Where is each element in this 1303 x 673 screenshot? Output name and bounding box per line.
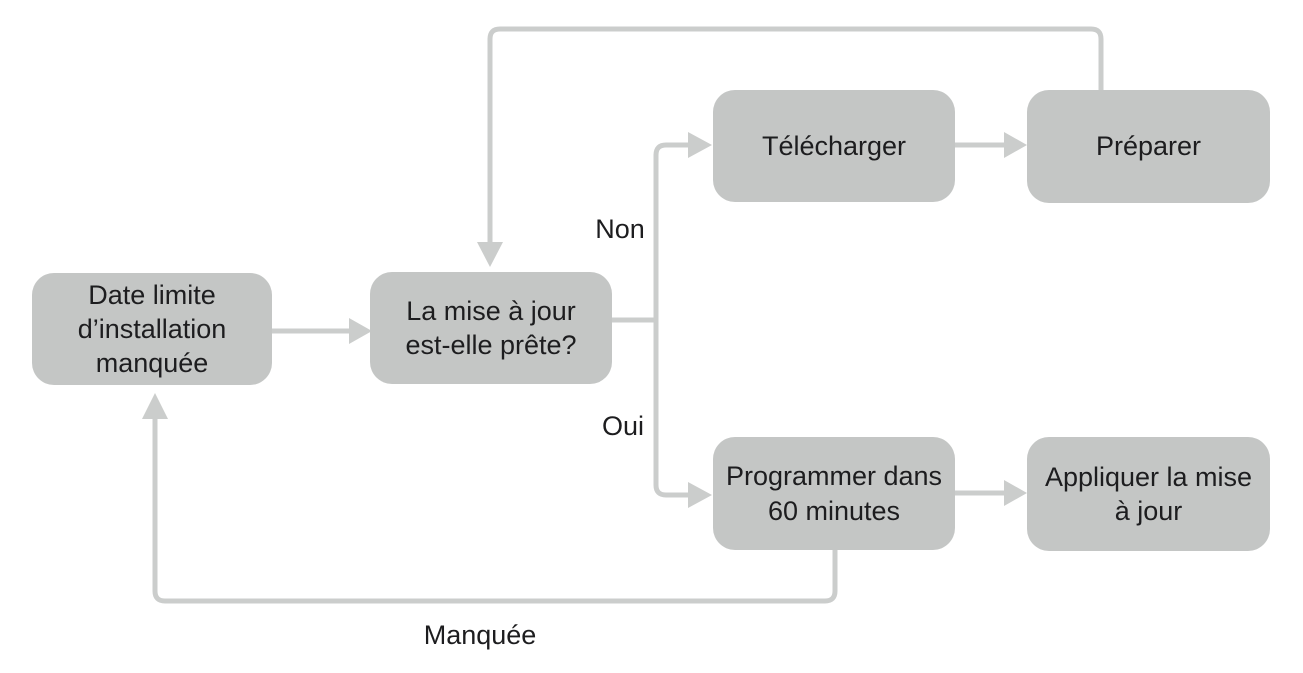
edge-oui-branch — [653, 318, 688, 498]
arrowhead-icon — [1004, 132, 1027, 158]
node-schedule-60: Programmer dans 60 minutes — [713, 437, 955, 550]
edge-label-manquee: Manquée — [423, 620, 537, 650]
edge-prepare-loop — [487, 26, 1104, 242]
arrowhead-icon — [688, 132, 712, 158]
node-prepare: Préparer — [1027, 90, 1270, 203]
arrowhead-icon — [142, 393, 168, 419]
node-apply-update: Appliquer la mise à jour — [1027, 437, 1270, 551]
edge-label-non: Non — [595, 214, 645, 244]
arrowhead-icon — [349, 318, 372, 344]
node-update-ready: La mise à jour est-elle prête? — [370, 272, 612, 384]
arrowhead-icon — [688, 482, 712, 508]
arrowhead-icon — [477, 242, 503, 267]
node-deadline-missed: Date limite d’installation manquée — [32, 273, 272, 385]
arrowhead-icon — [1004, 480, 1027, 506]
node-download: Télécharger — [713, 90, 955, 202]
edge-missed-loop — [152, 419, 838, 604]
edge-label-oui: Oui — [601, 411, 645, 441]
edge-non-branch — [653, 142, 688, 322]
